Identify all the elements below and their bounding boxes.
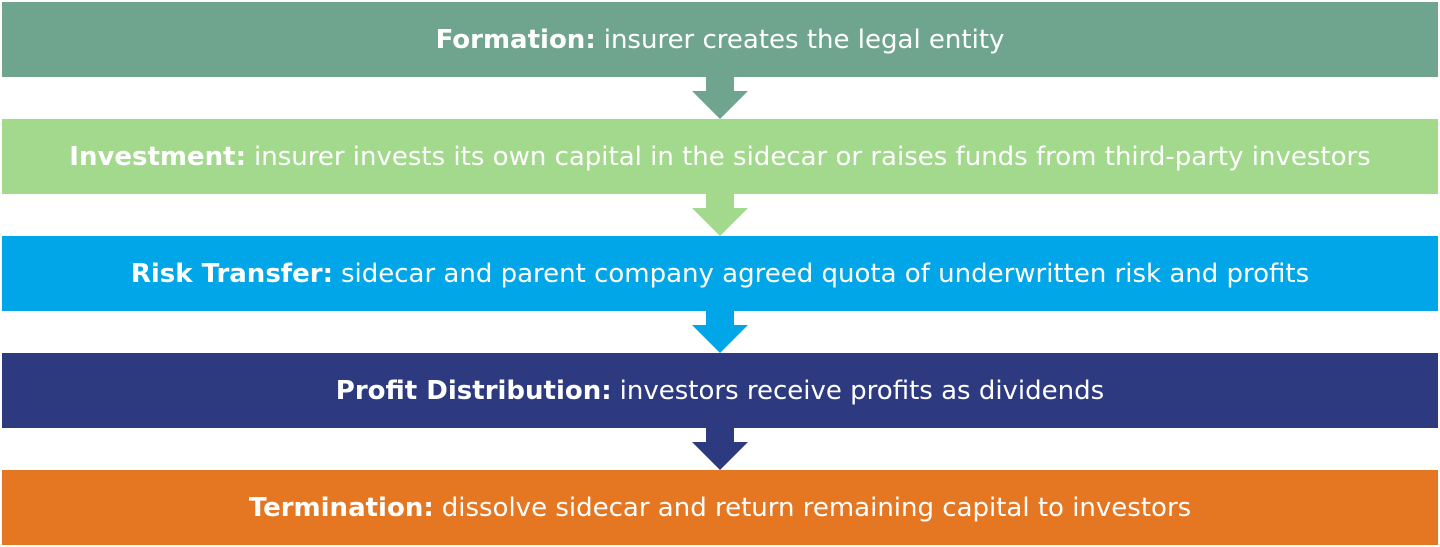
step-risk-transfer: Risk Transfer: sidecar and parent compan… xyxy=(2,236,1438,311)
down-arrow-icon xyxy=(692,311,748,353)
down-arrow-icon xyxy=(692,194,748,236)
step-description: dissolve sidecar and return remaining ca… xyxy=(441,492,1192,523)
step-investment: Investment: insurer invests its own capi… xyxy=(2,119,1438,194)
step-description: insurer creates the legal entity xyxy=(603,24,1005,55)
step-description: investors receive profits as dividends xyxy=(619,375,1105,406)
step-description: insurer invests its own capital in the s… xyxy=(254,141,1371,172)
step-label: Risk Transfer: xyxy=(130,258,333,289)
step-label: Investment: xyxy=(69,141,246,172)
step-label: Termination: xyxy=(248,492,434,523)
step-formation: Formation: insurer creates the legal ent… xyxy=(2,2,1438,77)
step-label: Profit Distribution: xyxy=(335,375,612,406)
step-description: sidecar and parent company agreed quota … xyxy=(340,258,1310,289)
down-arrow-icon xyxy=(692,77,748,119)
step-profit-distribution: Profit Distribution: investors receive p… xyxy=(2,353,1438,428)
step-label: Formation: xyxy=(435,24,596,55)
down-arrow-icon xyxy=(692,428,748,470)
step-termination: Termination: dissolve sidecar and return… xyxy=(2,470,1438,545)
